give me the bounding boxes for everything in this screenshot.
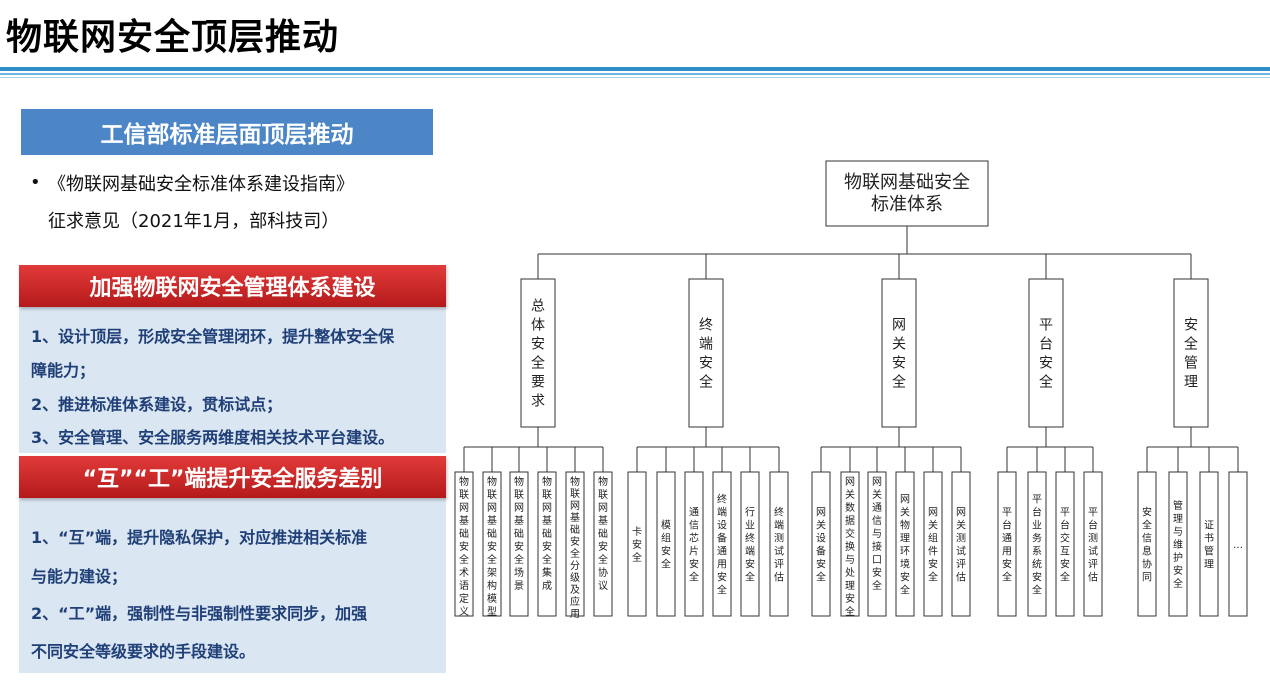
leaf-node [997,471,1017,617]
guideline-note: 征求意见（2021年1月，部科技司） [48,211,340,232]
title-divider-2 [0,73,1270,75]
leaf-node [509,471,529,617]
leaf-label: 安全信息协同 [1142,506,1152,584]
leaf-node [712,471,732,617]
leaf-label: 管理与维护安全 [1173,499,1183,590]
panel-management: 1、设计顶层，形成安全管理闭环，提升整体安全保 障能力； 2、推进标准体系建设，… [19,299,446,453]
leaf-label: 平台交互安全 [1060,508,1070,584]
title-divider [0,67,1270,71]
section-header-service: “互”“工”端提升安全服务差别 [19,456,446,498]
category-node [1173,278,1209,428]
category-label: 安全管理 [1184,318,1198,391]
leaf-node [1055,471,1075,617]
leaf-label: 网关组件安全 [928,507,938,584]
section-header-management: 加强物联网安全管理体系建设 [19,265,446,307]
category-label: 总体安全要求 [531,299,545,410]
leaf-node [482,471,502,617]
leaf-node [1137,471,1157,617]
leaf-label: 模组安全 [661,520,671,571]
leaf-label: 网关设备安全 [816,507,826,584]
panel-line: 3、安全管理、安全服务两维度相关技术平台建设。 [31,428,395,447]
category-label: 终端安全 [699,318,713,391]
leaf-node [840,471,860,617]
panel-line: 2、“工”端，强制性与非强制性要求同步，加强 [31,604,368,623]
leaf-node [593,471,613,617]
leaf-label: 物联网基础安全集成 [542,475,552,592]
category-node [520,278,556,428]
leaf-label: 网关数据交换与处理安全 [845,476,855,618]
leaf-node [454,471,474,617]
leaf-label: 卡安全 [632,525,642,564]
leaf-label: 物联网基础安全协议 [598,475,608,592]
leaf-node [740,471,760,617]
leaf-node [867,471,887,617]
root-label: 标准体系 [871,194,943,215]
leaf-label: 终端测试评估 [774,506,784,584]
panel-service: 1、“互”端，提升隐私保护，对应推进相关标准 与能力建设； 2、“工”端，强制性… [19,490,446,673]
leaf-node [656,471,676,617]
leaf-node [895,471,915,617]
leaf-node [923,471,943,617]
leaf-node [1027,471,1047,617]
leaf-label: 网关物理环境安全 [900,494,910,597]
leaf-node [811,471,831,617]
bullet-icon: • [30,172,41,193]
page-title: 物联网安全顶层推动 [6,17,340,58]
leaf-label: 网关测试评估 [956,507,966,584]
category-label: 网关安全 [892,318,906,391]
panel-line: 不同安全等级要求的手段建设。 [31,642,256,661]
leaf-node [1083,471,1103,617]
leaf-label: … [1233,540,1243,551]
leaf-label: 物联网基础安全术语定义 [459,475,469,618]
leaf-label: 物联网基础安全场景 [514,475,524,592]
section-header-ministry: 工信部标准层面顶层推动 [21,109,433,155]
leaf-node [537,471,557,617]
leaf-label: 物联网基础安全架构模型 [487,475,497,618]
leaf-label: 物联网基础安全分级及应用 [570,475,580,620]
panel-line: 2、推进标准体系建设，贯标试点； [31,395,283,414]
leaf-node [769,471,789,617]
panel-line: 障能力； [31,361,96,380]
leaf-node [627,471,647,617]
leaf-node [1168,471,1188,617]
category-label: 平台安全 [1039,318,1053,391]
leaf-label: 行业终端安全 [745,506,755,584]
leaf-label: 平台通用安全 [1002,508,1012,584]
leaf-label: 网关通信与接口安全 [872,476,882,592]
leaf-label: 通信芯片安全 [689,507,699,584]
leaf-node [684,471,704,617]
guideline-title: 《物联网基础安全标准体系建设指南》 [48,174,354,195]
panel-line: 1、“互”端，提升隐私保护，对应推进相关标准 [31,528,368,547]
root-label: 物联网基础安全 [844,172,970,193]
leaf-node [1228,471,1248,617]
leaf-label: 终端设备通用安全 [717,493,727,597]
title-divider-3 [0,77,1270,78]
panel-line: 1、设计顶层，形成安全管理闭环，提升整体安全保 [31,327,395,346]
leaf-label: 证书管理 [1204,520,1214,571]
leaf-label: 平台业务系统安全 [1032,495,1042,597]
category-node [688,278,724,428]
category-node [881,278,917,428]
leaf-node [1199,471,1219,617]
root-node [825,160,989,227]
leaf-node [565,471,585,617]
leaf-node [951,471,971,617]
panel-line: 与能力建设； [31,567,128,586]
category-node [1028,278,1064,428]
leaf-label: 平台测试评估 [1088,508,1098,584]
